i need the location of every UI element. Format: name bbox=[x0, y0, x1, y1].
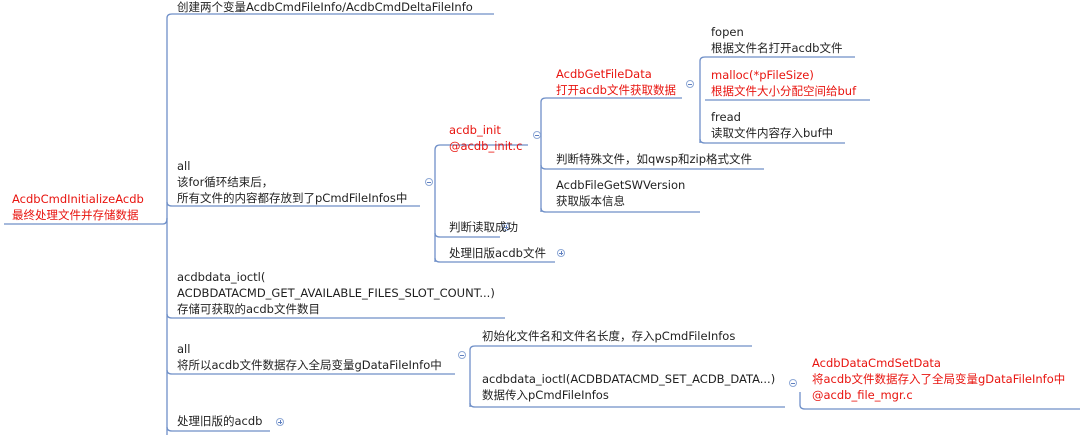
node-acdb-init[interactable]: acdb_init @acdb_init.c bbox=[449, 122, 522, 154]
collapse-toggle-acdb-init[interactable] bbox=[533, 131, 541, 139]
node-text: 判断读取成功 bbox=[449, 220, 518, 234]
node-text: 读取文件内容存入buf中 bbox=[711, 126, 834, 140]
node-text: 获取版本信息 bbox=[556, 194, 625, 208]
node-text: 将所以acdb文件数据存入全局变量gDataFileInfo中 bbox=[177, 358, 442, 372]
node-old-acdb[interactable]: 处理旧版的acdb bbox=[177, 413, 262, 429]
root-subtitle: 最终处理文件并存储数据 bbox=[12, 208, 139, 222]
root-node[interactable]: AcdbCmdInitializeAcdb 最终处理文件并存储数据 bbox=[12, 191, 144, 223]
node-text: 处理旧版的acdb bbox=[177, 414, 263, 428]
node-title: acdbdata_ioctl( bbox=[177, 270, 266, 284]
node-fopen[interactable]: fopen 根据文件名打开acdb文件 bbox=[711, 24, 842, 56]
node-ioctl-slot-count[interactable]: acdbdata_ioctl( ACDBDATACMD_GET_AVAILABL… bbox=[177, 269, 495, 317]
node-create-variables[interactable]: 创建两个变量AcdbCmdFileInfo/AcdbCmdDeltaFileIn… bbox=[177, 0, 473, 15]
trunk-curve-top bbox=[162, 217, 168, 225]
node-init-filename[interactable]: 初始化文件名和文件名长度，存入pCmdFileInfos bbox=[482, 328, 735, 344]
node-text: 根据文件大小分配空间给buf bbox=[711, 84, 857, 98]
node-title: fread bbox=[711, 110, 741, 124]
expand-toggle-old-acdb[interactable] bbox=[276, 418, 284, 426]
node-text: 数据传入pCmdFileInfos bbox=[482, 388, 609, 402]
node-text: 判断特殊文件，如qwsp和zip格式文件 bbox=[556, 152, 753, 166]
node-title: fopen bbox=[711, 25, 744, 39]
node-text: 处理旧版acdb文件 bbox=[449, 246, 546, 260]
node-get-file-data[interactable]: AcdbGetFileData 打开acdb文件获取数据 bbox=[556, 66, 676, 98]
node-title: all bbox=[177, 342, 191, 356]
node-text: 存储可获取的acdb文件数目 bbox=[177, 302, 320, 316]
node-text: 所有文件的内容都存放到了pCmdFileInfos中 bbox=[177, 191, 408, 205]
expand-toggle-old-acdb-file[interactable] bbox=[557, 249, 565, 257]
node-malloc[interactable]: malloc(*pFileSize) 根据文件大小分配空间给buf bbox=[711, 67, 856, 99]
node-title: AcdbGetFileData bbox=[556, 67, 652, 81]
node-special-file[interactable]: 判断特殊文件，如qwsp和zip格式文件 bbox=[556, 151, 752, 167]
node-title: acdbdata_ioctl(ACDBDATACMD_SET_ACDB_DATA… bbox=[482, 372, 776, 386]
node-all-loop[interactable]: all 该for循环结束后， 所有文件的内容都存放到了pCmdFileInfos… bbox=[177, 158, 407, 206]
node-text: 根据文件名打开acdb文件 bbox=[711, 41, 843, 55]
node-text: 该for循环结束后， bbox=[177, 175, 274, 189]
node-read-success[interactable]: 判断读取成功 bbox=[449, 219, 518, 235]
node-text: @acdb_file_mgr.c bbox=[812, 388, 913, 402]
node-text: 初始化文件名和文件名长度，存入pCmdFileInfos bbox=[482, 329, 736, 343]
node-text: 创建两个变量AcdbCmdFileInfo/AcdbCmdDeltaFileIn… bbox=[177, 0, 473, 14]
node-text: ACDBDATACMD_GET_AVAILABLE_FILES_SLOT_COU… bbox=[177, 286, 495, 300]
node-sw-version[interactable]: AcdbFileGetSWVersion 获取版本信息 bbox=[556, 177, 685, 209]
collapse-toggle-ioctl-set[interactable] bbox=[789, 379, 797, 387]
root-title: AcdbCmdInitializeAcdb bbox=[12, 192, 144, 206]
collapse-toggle-all1[interactable] bbox=[425, 178, 433, 186]
node-fread[interactable]: fread 读取文件内容存入buf中 bbox=[711, 109, 833, 141]
node-all-global[interactable]: all 将所以acdb文件数据存入全局变量gDataFileInfo中 bbox=[177, 341, 442, 373]
node-title: malloc(*pFileSize) bbox=[711, 68, 814, 82]
node-cmd-set-data[interactable]: AcdbDataCmdSetData 将acdb文件数据存入了全局变量gData… bbox=[812, 355, 1065, 403]
node-ioctl-set-data[interactable]: acdbdata_ioctl(ACDBDATACMD_SET_ACDB_DATA… bbox=[482, 371, 775, 403]
node-text: 打开acdb文件获取数据 bbox=[556, 83, 676, 97]
expand-toggle-read-success[interactable] bbox=[502, 223, 510, 231]
node-title: AcdbFileGetSWVersion bbox=[556, 178, 686, 192]
node-title: AcdbDataCmdSetData bbox=[812, 356, 941, 370]
node-text: 将acdb文件数据存入了全局变量gDataFileInfo中 bbox=[812, 372, 1066, 386]
collapse-toggle-all2[interactable] bbox=[458, 351, 466, 359]
node-title: all bbox=[177, 159, 191, 173]
node-title: acdb_init bbox=[449, 123, 501, 137]
node-text: @acdb_init.c bbox=[449, 139, 523, 153]
collapse-toggle-get-file-data[interactable] bbox=[686, 80, 694, 88]
node-old-acdb-file[interactable]: 处理旧版acdb文件 bbox=[449, 245, 546, 261]
